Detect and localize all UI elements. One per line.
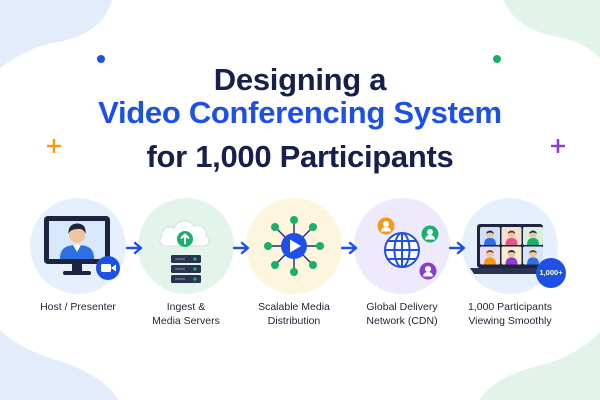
flow-arrow-icon (449, 241, 466, 255)
globe-network-icon (377, 217, 439, 280)
corner-blob-top-right (504, 0, 600, 58)
participant-tile (501, 246, 522, 265)
user-avatar-icon (377, 217, 395, 235)
stage-label: Host / Presenter (40, 301, 116, 313)
user-avatar-icon (419, 262, 437, 280)
participant-tile (523, 227, 543, 245)
participant-tile (523, 246, 543, 265)
stage-label: 1,000 Participants Viewing Smoothly (467, 301, 553, 327)
participant-tile (480, 227, 500, 245)
corner-blob-top-left (0, 0, 112, 68)
title-line-2: Video Conferencing System (98, 95, 502, 130)
corner-blob-bottom-right (480, 332, 600, 400)
participant-count-badge: 1,000+ (536, 258, 566, 288)
presenter-monitor-icon (44, 216, 120, 280)
stage-circle: 1,000+ (462, 198, 566, 294)
blue-dot-decoration (97, 55, 105, 63)
stage-circle (30, 198, 126, 294)
user-avatar-icon (421, 225, 439, 243)
flow-arrow-icon (126, 241, 143, 255)
stage-label: Scalable Media Distribution (258, 301, 330, 327)
stage-circle (354, 198, 450, 294)
media-server-icon (159, 220, 210, 283)
stage-label: Global Delivery Network (CDN) (366, 301, 438, 327)
stage-label: Ingest & Media Servers (152, 301, 220, 327)
stage-circle (246, 198, 342, 294)
title-line-3: for 1,000 Participants (146, 139, 454, 174)
participant-tile (501, 227, 522, 245)
participant-tile (480, 246, 500, 265)
participants-laptop-icon (470, 224, 550, 274)
flow-arrow-icon (341, 241, 358, 255)
corner-blob-bottom-left (0, 330, 118, 400)
stage-circle (138, 198, 234, 294)
orange-plus-icon (47, 139, 61, 153)
flow-arrow-icon (233, 241, 250, 255)
distribution-hub-icon (264, 216, 324, 276)
purple-plus-icon (551, 139, 565, 153)
green-dot-decoration (493, 55, 501, 63)
title-line-1: Designing a (213, 62, 387, 97)
